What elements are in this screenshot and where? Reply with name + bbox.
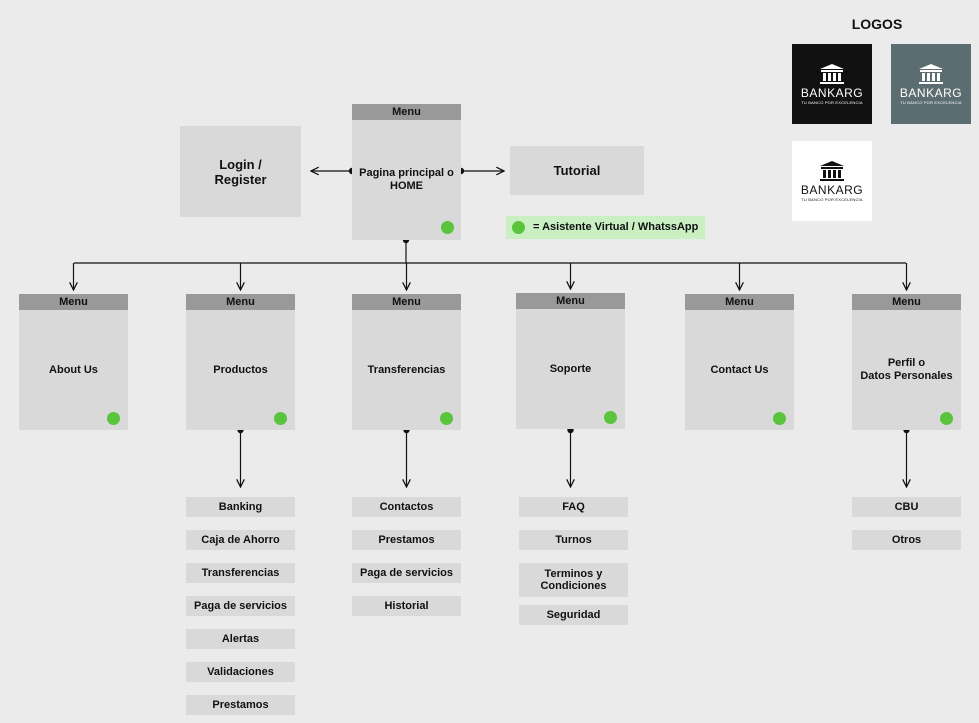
sub-page-item[interactable]: Paga de servicios — [186, 596, 295, 616]
section-title: Productos — [213, 363, 268, 376]
sub-page-item[interactable]: Terminos y Condiciones — [519, 563, 628, 597]
assistant-dot-icon — [512, 221, 525, 234]
sub-page-item[interactable]: Transferencias — [186, 563, 295, 583]
sub-page-item[interactable]: Seguridad — [519, 605, 628, 625]
section-menu-bar: Menu — [852, 294, 961, 310]
legend-text: = Asistente Virtual / WhatssApp — [533, 221, 699, 233]
bank-building-icon — [820, 64, 844, 84]
section-title: About Us — [49, 363, 98, 376]
section-menu-bar: Menu — [685, 294, 794, 310]
assistant-dot-icon — [604, 411, 617, 424]
assistant-dot-icon — [274, 412, 287, 425]
sub-page-item[interactable]: Historial — [352, 596, 461, 616]
logo-brand: BANKARG — [800, 183, 864, 197]
sub-page-item[interactable]: Contactos — [352, 497, 461, 517]
section-title: Perfil o Datos Personales — [860, 357, 953, 382]
assistant-dot-icon — [940, 412, 953, 425]
sub-page-item[interactable]: Prestamos — [186, 695, 295, 715]
sub-page-item[interactable]: Prestamos — [352, 530, 461, 550]
sub-page-item[interactable]: Alertas — [186, 629, 295, 649]
sub-page-item[interactable]: Turnos — [519, 530, 628, 550]
logo-tagline: TU BANCO POR EXCELENCIA — [801, 197, 863, 202]
assistant-legend: = Asistente Virtual / WhatssApp — [506, 216, 705, 239]
section-title: Contact Us — [710, 363, 769, 376]
logo-tagline: TU BANCO POR EXCELENCIA — [801, 100, 863, 105]
sub-page-item[interactable]: Banking — [186, 497, 295, 517]
section-title: Soporte — [549, 362, 592, 375]
sub-page-item[interactable]: Validaciones — [186, 662, 295, 682]
tutorial-title: Tutorial — [553, 163, 601, 178]
logo-tagline: TU BANCO POR EXCELENCIA — [900, 100, 962, 105]
sub-page-item[interactable]: Paga de servicios — [352, 563, 461, 583]
section-menu-bar: Menu — [19, 294, 128, 310]
assistant-dot-icon — [773, 412, 786, 425]
tutorial-box[interactable]: Tutorial — [510, 146, 644, 195]
sub-page-item[interactable]: FAQ — [519, 497, 628, 517]
sub-page-item[interactable]: Caja de Ahorro — [186, 530, 295, 550]
home-menu-bar: Menu — [352, 104, 461, 120]
bank-building-icon — [820, 161, 844, 181]
section-menu-bar: Menu — [516, 293, 625, 309]
assistant-dot-icon — [441, 221, 454, 234]
logos-heading: LOGOS — [851, 16, 903, 32]
section-title: Transferencias — [367, 363, 446, 376]
assistant-dot-icon — [440, 412, 453, 425]
section-menu-bar: Menu — [186, 294, 295, 310]
sub-page-item[interactable]: CBU — [852, 497, 961, 517]
home-page-card[interactable]: Menu Pagina principal o HOME — [352, 104, 461, 240]
bank-building-icon — [919, 64, 943, 84]
home-title: Pagina principal o HOME — [359, 167, 454, 192]
login-register-box[interactable]: Login / Register — [180, 126, 301, 217]
logo-brand: BANKARG — [899, 86, 963, 100]
sub-page-item[interactable]: Otros — [852, 530, 961, 550]
login-register-title: Login / Register — [214, 156, 267, 187]
logo-brand: BANKARG — [800, 86, 864, 100]
section-menu-bar: Menu — [352, 294, 461, 310]
assistant-dot-icon — [107, 412, 120, 425]
